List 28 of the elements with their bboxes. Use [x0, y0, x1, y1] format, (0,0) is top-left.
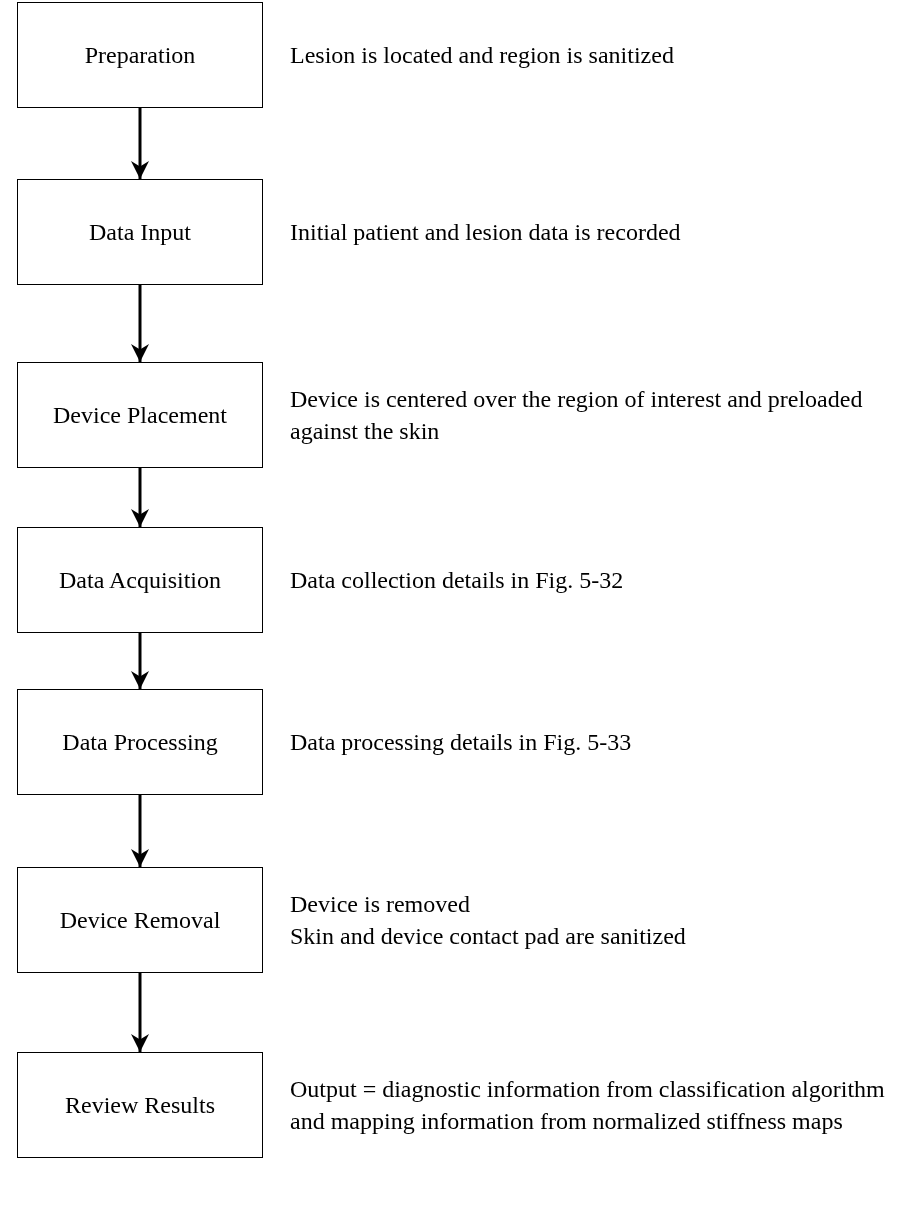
arrow: [131, 108, 149, 179]
process-box: [17, 362, 263, 468]
step-label: Review Results: [65, 1090, 215, 1120]
step-label: Data Acquisition: [59, 565, 221, 595]
process-box: [17, 179, 263, 285]
arrow: [131, 468, 149, 527]
arrow: [131, 795, 149, 867]
process-box: [17, 527, 263, 633]
arrow: [131, 285, 149, 362]
step-description: Initial patient and lesion data is recorded: [290, 217, 682, 247]
step-description: Data collection details in Fig. 5-32: [290, 565, 625, 595]
arrow: [131, 633, 149, 689]
step-label: Device Placement: [53, 400, 227, 430]
step-description: Skin and device contact pad are sanitized: [290, 922, 687, 951]
arrow: [131, 973, 149, 1052]
step-label: Preparation: [84, 40, 196, 70]
step-description: Data processing details in Fig. 5-33: [290, 727, 633, 757]
process-box: [17, 2, 263, 108]
process-box: [17, 689, 263, 795]
step-description: Device is centered over the region of interest and preloaded against the skin: [290, 384, 864, 446]
step-label: Device Removal: [59, 905, 221, 935]
step-label: Data Input: [89, 217, 191, 247]
step-label: Data Processing: [62, 727, 218, 757]
step-description: Lesion is located and region is sanitized: [290, 40, 675, 70]
step-description: Output = diagnostic information from classification algorithm and mapping information from normalized stiffness maps: [290, 1074, 886, 1136]
process-box: [17, 1052, 263, 1158]
process-box: [17, 867, 263, 973]
step-description: Device is removed: [290, 889, 471, 919]
